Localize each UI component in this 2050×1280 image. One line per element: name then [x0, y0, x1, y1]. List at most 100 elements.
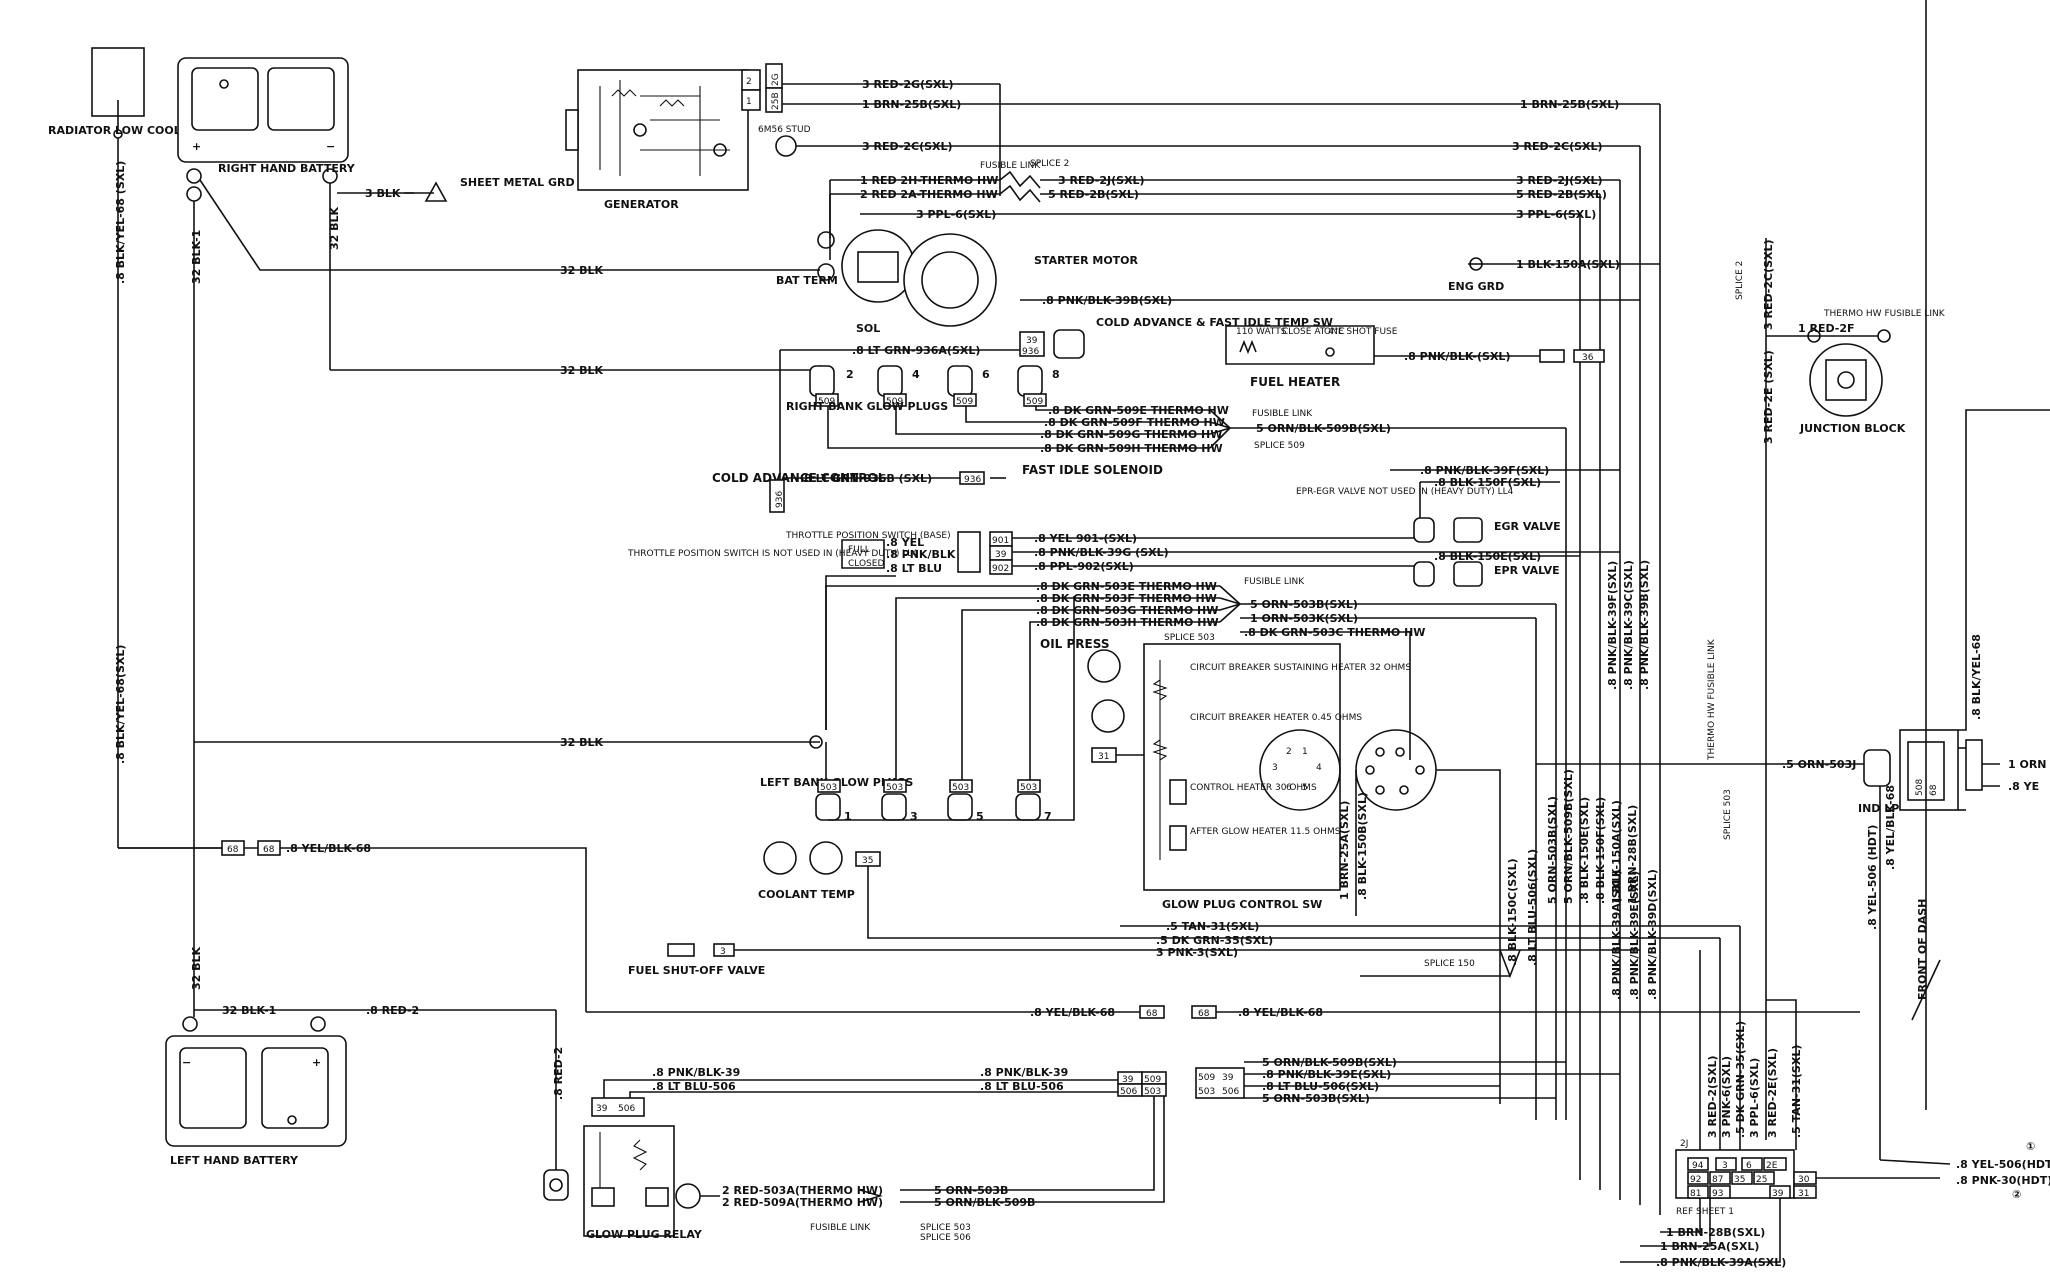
wire-orn-503b-c: 5 ORN-503B	[934, 1184, 1008, 1197]
wire-orn-503b: 5 ORN-503B(SXL)	[1250, 598, 1358, 611]
starter-solenoid: BAT TERM SOL STARTER MOTOR	[776, 229, 1139, 335]
wire-ppl-902: .8 PPL-902(SXL)	[1034, 560, 1134, 573]
wire-red-2g: 3 RED-2G(SXL)	[862, 78, 954, 91]
pin-6: 6	[1286, 783, 1292, 793]
wire-pnk-30: .8 PNK-30(HDT)	[1956, 1174, 2050, 1187]
wire-grn-503f: .8 DK GRN-503F THERMO HW	[1036, 592, 1217, 605]
wire-pnk-39-r: .8 PNK/BLK-39	[980, 1066, 1068, 1079]
conn-503-b: 503	[886, 783, 903, 793]
generator: 2 1 2G 25B GENERATOR 6M56 STUD	[565, 63, 811, 211]
relay-39: 39	[596, 1104, 608, 1114]
conn-39-tps: 39	[995, 550, 1007, 560]
oil-press-sensor: OIL PRESS	[1040, 637, 1125, 733]
wire-pnk-39b-v: .8 PNK/BLK-39B(SXL)	[1638, 560, 1651, 690]
right-bank-glow-plugs: 2 4 6 8 509 509 509 509 RIGHT BANK GLOW …	[786, 365, 1060, 413]
wire-yel: .8 YEL	[886, 536, 924, 549]
fuel-heater-label: FUEL HEATER	[1250, 375, 1340, 389]
f-25: 25	[1756, 1175, 1767, 1185]
wire-red-2b-r: 5 RED-2B(SXL)	[1516, 188, 1607, 201]
wire-orn-503b-b: 5 ORN-503B(SXL)	[1262, 1092, 1370, 1105]
sheet-metal-grd-label: SHEET METAL GRD	[460, 176, 575, 189]
wire-32blk1-h: 32 BLK-1	[222, 1004, 276, 1017]
conn-509-b: 509	[886, 397, 903, 407]
wire-grn-35: .5 DK GRN-35(SXL)	[1156, 934, 1273, 947]
f-3: 3	[1722, 1161, 1728, 1171]
wire-blk-150f-v: .8 BLK-150F(SXL)	[1594, 797, 1607, 904]
conn-503-a: 503	[820, 783, 837, 793]
conn-503-c: 503	[952, 783, 969, 793]
left-battery-label: LEFT HAND BATTERY	[170, 1154, 299, 1167]
control-heater: CONTROL HEATER 30 OHMS	[1190, 783, 1317, 793]
wire-32blk1-label: 32 BLK-1	[190, 230, 203, 284]
s-39: 39	[1222, 1073, 1234, 1083]
conn-509-c: 509	[956, 397, 973, 407]
plug-1: 1	[844, 810, 852, 823]
wire-pnk-39b: .8 PNK/BLK-39B(SXL)	[1042, 294, 1172, 307]
f-35: 35	[1734, 1175, 1745, 1185]
wire-red-2j: 3 RED-2J(SXL)	[1058, 174, 1145, 187]
s-506: 506	[1222, 1087, 1239, 1097]
wire-ppl-6-v: 3 PPL-6(SXL)	[1748, 1058, 1761, 1138]
junction-block: JUNCTION BLOCK	[1799, 329, 1906, 435]
wire-grn-503c: .8 DK GRN-503C THERMO HW	[1244, 626, 1425, 639]
wire-32blk-label-low: 32 BLK	[190, 946, 203, 990]
wire-red-509a: 2 RED-509A(THERMO HW)	[722, 1196, 883, 1209]
pin-5: 5	[1302, 783, 1308, 793]
conn-68-b: 68	[263, 845, 275, 855]
left-battery-plus: +	[312, 1056, 321, 1069]
wire-pnk-39a-v: .8 PNK/BLK-39A(SXL)	[1610, 870, 1623, 1000]
wire-yel-901: .8 YEL 901-(SXL)	[1034, 532, 1137, 545]
f-2j: 2J	[1680, 1139, 1688, 1149]
plug-2: 2	[846, 368, 854, 381]
conn-936-fi: 936	[964, 475, 981, 485]
wire-red-2c: 3 RED-2C(SXL)	[862, 140, 953, 153]
conn-68-a: 68	[227, 845, 239, 855]
fusible-link-509: FUSIBLE LINK	[1252, 409, 1313, 419]
glow-plug-relay: 39 506 GLOW PLUG RELAY	[583, 1097, 703, 1241]
throttle-note: THROTTLE POSITION SWITCH IS NOT USED IN …	[627, 549, 918, 559]
wire-pnk-blk: .8 PNK/BLK	[886, 548, 956, 561]
f-2e: 2E	[1766, 1161, 1778, 1171]
wire-blk-150a: 1 BLK-150A(SXL)	[1516, 258, 1620, 271]
fusible-link-relay: FUSIBLE LINK	[810, 1223, 871, 1233]
conn-902: 902	[992, 564, 1009, 574]
glow-control-label: GLOW PLUG CONTROL SW	[1162, 898, 1322, 911]
wire-blk-150e: .8 BLK-150E(SXL)	[1434, 550, 1541, 563]
plug-5: 5	[976, 810, 984, 823]
conn-3: 3	[720, 947, 726, 957]
splice-509: SPLICE 509	[1254, 441, 1305, 451]
glow-plug-control-sw: CIRCUIT BREAKER SUSTAINING HEATER 32 OHM…	[1143, 643, 1411, 911]
wire-3blk-label: 3 BLK	[365, 187, 401, 200]
wire-blk-yel-68-label-2: .8 BLK/YEL-68(SXL)	[114, 645, 127, 764]
coolant-temp-sensor: COOLANT TEMP 35	[758, 841, 881, 901]
conn-39: 39	[1026, 336, 1038, 346]
r-503: 503	[1144, 1087, 1161, 1097]
plug-6: 6	[982, 368, 990, 381]
wire-yel-blk-68-label: .8 YEL/BLK-68	[286, 842, 371, 855]
gen-term-25b: 25B	[771, 92, 781, 110]
wire-orn-503k: 1 ORN-503K(SXL)	[1250, 612, 1358, 625]
wire-pnk-39e: .8 PNK/BLK-39E(SXL)	[1262, 1068, 1391, 1081]
wire-32blk-label-3: 32 BLK	[560, 364, 604, 377]
wire-brn-25a: 1 BRN-25A(SXL)	[1660, 1240, 1759, 1253]
f-6: 6	[1746, 1161, 1752, 1171]
wire-red2-v: .8 RED-2	[552, 1047, 565, 1100]
wire-pnk-39a: .8 PNK/BLK-39A(SXL)	[1656, 1256, 1786, 1269]
wire-blk-150e-v: .8 BLK-150E(SXL)	[1578, 797, 1591, 904]
wire-red-2a: 2 RED 2A-THERMO HW	[860, 188, 998, 201]
fuel-shutoff-label: FUEL SHUT-OFF VALVE	[628, 964, 765, 977]
pin-1: 1	[1302, 747, 1308, 757]
fuel-heater-close: CLOSE AT 4°C	[1282, 327, 1345, 337]
conn-509-d: 509	[1026, 397, 1043, 407]
wire-yel-506-v: .8 YEL-506 (HDT)	[1866, 825, 1879, 930]
junction-block-label: JUNCTION BLOCK	[1799, 422, 1906, 435]
fuse-block: 94 3 6 2E 92 87 35 25 30 81 93 39 31 2J …	[1675, 1139, 1817, 1217]
wire-lt-blu: .8 LT BLU	[886, 562, 942, 575]
fusible-link-top: FUSIBLE LINK	[980, 161, 1041, 171]
glow-relay-label: GLOW PLUG RELAY	[586, 1228, 703, 1241]
wire-yel-blk-68-b: .8 YEL/BLK-68	[1030, 1006, 1115, 1019]
right-battery-label: RIGHT HAND BATTERY	[218, 162, 356, 175]
splice-2-right: SPLICE 2	[1735, 261, 1745, 300]
wire-orn-503b-v: 5 ORN-503B(SXL)	[1546, 796, 1559, 904]
coolant-temp-label: COOLANT TEMP	[758, 888, 855, 901]
